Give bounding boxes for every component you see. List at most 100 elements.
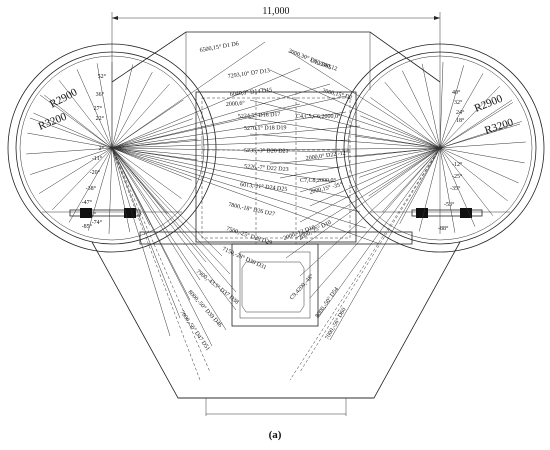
hole-annotation-label: 2000,0° D22 -12° bbox=[305, 149, 349, 162]
radial-line-right bbox=[360, 115, 441, 149]
hole-annotation-label: 5235,-3° D20 D21 bbox=[244, 147, 289, 155]
radial-line-left bbox=[111, 83, 170, 149]
radial-line-right bbox=[439, 147, 525, 164]
radial-line-left bbox=[108, 147, 113, 234]
radial-line-right bbox=[399, 147, 441, 225]
drill-line-left bbox=[111, 125, 361, 149]
drill-line-right bbox=[299, 147, 441, 193]
drill-line-right bbox=[247, 117, 441, 149]
radial-line-left bbox=[44, 94, 113, 149]
radial-line-right bbox=[418, 147, 441, 232]
drill-line-left bbox=[111, 147, 337, 183]
radial-line-left bbox=[52, 147, 113, 211]
radial-line-right bbox=[402, 70, 441, 149]
left-angle-label: -56° bbox=[86, 211, 97, 218]
radial-line-right bbox=[439, 147, 508, 202]
long-drill-hole bbox=[289, 147, 441, 381]
drill-line-left bbox=[111, 147, 171, 337]
drill-line-left bbox=[111, 147, 351, 153]
radial-line-right bbox=[382, 147, 441, 213]
radial-line-right bbox=[439, 85, 500, 149]
left-angle-label: 22° bbox=[96, 115, 105, 122]
radial-line-right bbox=[439, 147, 519, 184]
drill-line-left bbox=[111, 147, 237, 293]
excavation-outline bbox=[91, 31, 461, 416]
right-rail-block-2 bbox=[460, 208, 472, 218]
left-angle-label: 2° bbox=[99, 145, 105, 152]
radial-line-right bbox=[368, 147, 441, 197]
radial-line-left bbox=[111, 147, 168, 215]
drill-line-right bbox=[295, 147, 441, 239]
drill-line-left bbox=[111, 147, 341, 169]
hole-annotation-label: 7293,10° D7 D13 bbox=[227, 67, 270, 80]
drill-line-right bbox=[249, 133, 441, 149]
right-tunnel: R2900 R3200 bbox=[335, 43, 545, 253]
figure-caption: (a) bbox=[269, 429, 282, 441]
radial-line-right bbox=[384, 81, 441, 149]
drill-line-right bbox=[259, 87, 441, 149]
radial-line-right bbox=[439, 141, 526, 149]
radial-line-right bbox=[354, 147, 441, 158]
drill-line-right bbox=[309, 147, 441, 299]
left-angle-label: -38° bbox=[86, 185, 97, 192]
hole-annotation-label: C7,C8,2000,0° bbox=[300, 177, 337, 184]
drill-line-right bbox=[269, 69, 441, 149]
hole-annotation-label: C1,2200,12 bbox=[309, 58, 337, 72]
radial-line-left bbox=[111, 64, 134, 149]
hole-annotation-label: C9,4200,-48° bbox=[288, 272, 315, 301]
left-drill-fan bbox=[26, 41, 381, 347]
drill-line-right bbox=[261, 147, 441, 151]
hole-annotation-label: 5270,1° D18 D19 bbox=[244, 124, 287, 132]
right-inner-radius: R2900 bbox=[473, 92, 505, 114]
hole-annotation-label: 7000,-56° D47 D51 bbox=[178, 309, 211, 352]
hole-annotation-label: 6040,8° D14 D15 bbox=[229, 87, 272, 98]
drill-line-left bbox=[111, 147, 361, 213]
drill-line-left bbox=[111, 147, 201, 281]
drill-line-left bbox=[111, 147, 231, 275]
drill-line-left bbox=[111, 111, 347, 149]
right-rail-block bbox=[416, 208, 428, 218]
drill-line-left bbox=[111, 147, 367, 229]
radial-line-right bbox=[439, 147, 494, 216]
drill-line-right bbox=[299, 147, 441, 277]
radial-line-left bbox=[38, 147, 113, 194]
radial-line-left bbox=[33, 112, 113, 149]
left-rail-block-2 bbox=[124, 208, 136, 218]
left-angle-label: -47° bbox=[82, 199, 93, 206]
right-angle-label: -25° bbox=[452, 173, 463, 180]
radial-line-right bbox=[370, 97, 441, 149]
drill-line-left bbox=[111, 41, 266, 149]
radial-line-left bbox=[26, 147, 113, 155]
right-angle-labels: 40°32°24°18°-12°-25°-35°-53°-88° bbox=[438, 89, 465, 232]
drill-line-right bbox=[317, 147, 441, 319]
left-angle-label: -11° bbox=[92, 155, 103, 162]
long-drill-hole bbox=[111, 147, 211, 373]
hole-annotation-label: 7500,-25° D28 D29 bbox=[225, 225, 272, 246]
drill-line-left bbox=[111, 147, 237, 311]
drill-line-left bbox=[111, 139, 351, 149]
left-angle-label: -85° bbox=[82, 223, 93, 230]
width-dimension-label: 11,000 bbox=[262, 6, 289, 17]
drill-line-right bbox=[309, 147, 441, 207]
drill-line-left bbox=[111, 103, 301, 149]
right-angle-label: 18° bbox=[456, 117, 465, 124]
left-inner-radius: R2900 bbox=[48, 86, 80, 111]
right-angle-label: -12° bbox=[452, 161, 463, 168]
long-drill-holes bbox=[111, 147, 441, 381]
drill-line-left bbox=[111, 147, 223, 257]
radial-line-left bbox=[68, 147, 113, 223]
radial-line-left bbox=[27, 132, 113, 149]
hole-annotation-label: 5224,5° D16 D17 bbox=[238, 111, 281, 120]
radial-line-left bbox=[111, 147, 150, 226]
drill-line-left bbox=[111, 147, 191, 301]
drill-line-left bbox=[111, 147, 181, 319]
long-drill-hole bbox=[299, 147, 441, 373]
right-angle-label: -88° bbox=[438, 225, 449, 232]
radial-line-right bbox=[439, 62, 444, 149]
left-angle-label: -74° bbox=[92, 219, 103, 226]
radial-line-left bbox=[111, 118, 193, 149]
radial-line-left bbox=[88, 147, 113, 231]
drill-line-left bbox=[111, 95, 347, 149]
drill-line-left bbox=[111, 147, 351, 199]
